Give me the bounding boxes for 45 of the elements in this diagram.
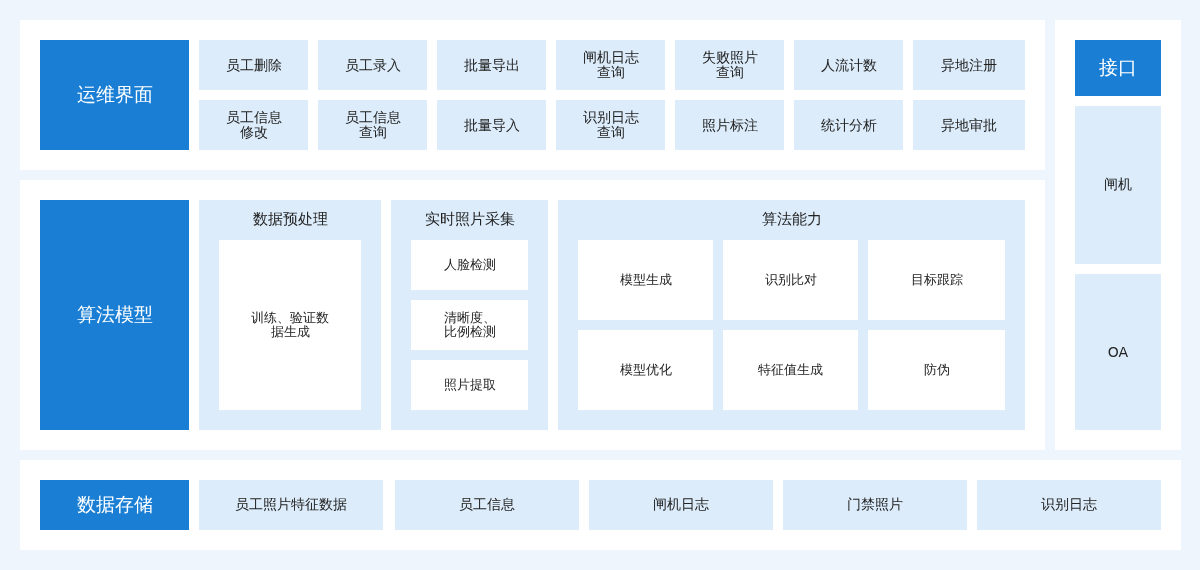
function-box: 照片提取: [411, 360, 528, 410]
module-box: 批量导入: [437, 100, 546, 150]
module-box: 批量导出: [437, 40, 546, 90]
panel: [1055, 20, 1181, 450]
module-box: 失败照片查询: [675, 40, 784, 90]
group-box: [391, 200, 548, 430]
module-box: 识别日志: [977, 480, 1161, 530]
group-heading: 算法能力: [760, 210, 823, 229]
panel: [20, 460, 1181, 550]
module-box: 员工信息查询: [318, 100, 427, 150]
panel: [20, 180, 1045, 450]
module-box: 闸机日志: [589, 480, 773, 530]
module-box: 异地审批: [913, 100, 1025, 150]
module-box: 人流计数: [794, 40, 903, 90]
module-box: 闸机日志查询: [556, 40, 665, 90]
function-box: 特征值生成: [723, 330, 858, 410]
module-box: 员工录入: [318, 40, 427, 90]
function-box: 防伪: [868, 330, 1005, 410]
category-box: 算法模型: [40, 200, 189, 430]
group-heading: 数据预处理: [251, 210, 329, 229]
module-box: OA: [1075, 274, 1161, 430]
group-heading: 实时照片采集: [423, 210, 516, 229]
module-box: 门禁照片: [783, 480, 967, 530]
function-box: 识别比对: [723, 240, 858, 320]
category-box: 数据存储: [40, 480, 189, 530]
function-box: 人脸检测: [411, 240, 528, 290]
category-box: 接口: [1075, 40, 1161, 96]
function-box: 模型优化: [578, 330, 713, 410]
module-box: 员工删除: [199, 40, 308, 90]
group-box: [199, 200, 381, 430]
module-box: 照片标注: [675, 100, 784, 150]
module-box: 闸机: [1075, 106, 1161, 264]
function-box: 清晰度、比例检测: [411, 300, 528, 350]
module-box: 统计分析: [794, 100, 903, 150]
group-box: [558, 200, 1025, 430]
function-box: 训练、验证数据生成: [219, 240, 361, 410]
module-box: 员工信息修改: [199, 100, 308, 150]
function-box: 目标跟踪: [868, 240, 1005, 320]
function-box: 模型生成: [578, 240, 713, 320]
category-box: 运维界面: [40, 40, 189, 150]
module-box: 识别日志查询: [556, 100, 665, 150]
module-box: 员工照片特征数据: [199, 480, 383, 530]
module-box: 异地注册: [913, 40, 1025, 90]
panel: [20, 20, 1045, 170]
module-box: 员工信息: [395, 480, 579, 530]
